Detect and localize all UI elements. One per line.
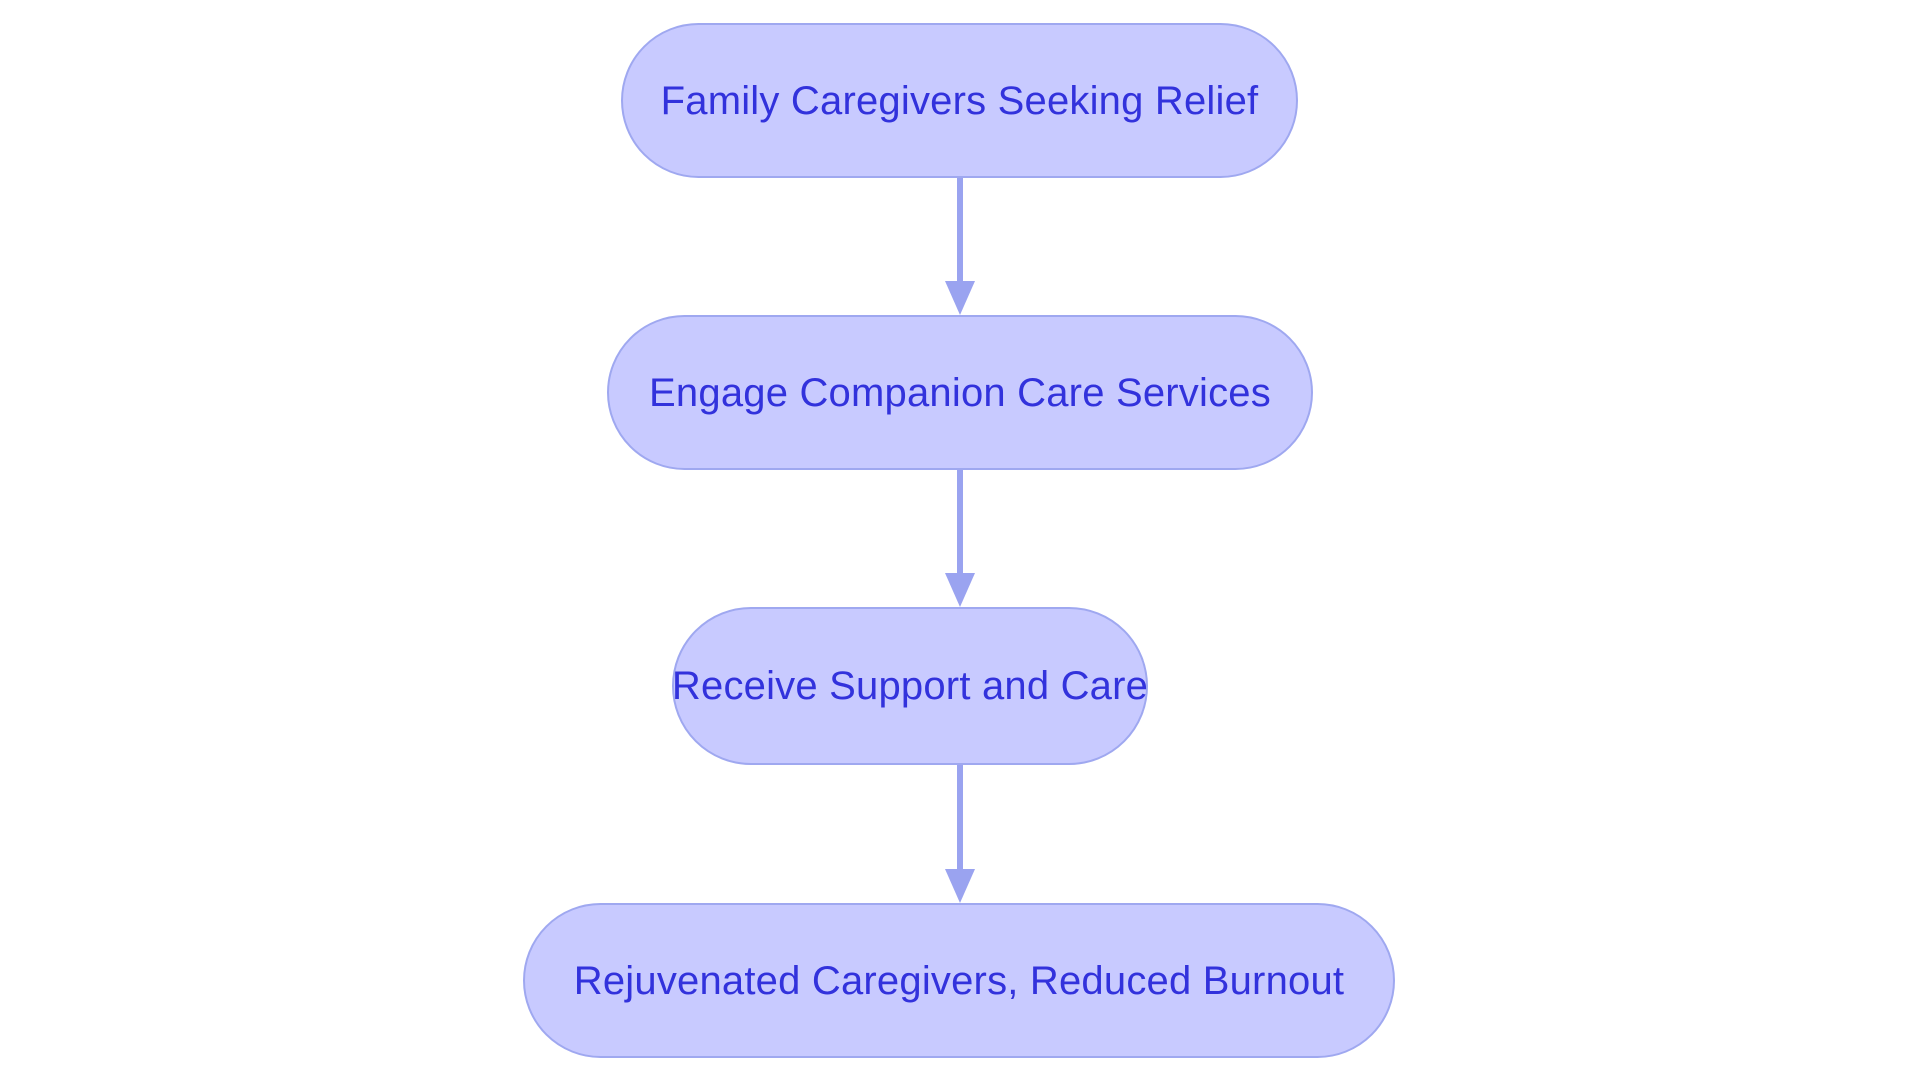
arrowhead-down-icon <box>945 869 975 903</box>
flowchart-node-label: Family Caregivers Seeking Relief <box>660 78 1259 123</box>
edge-line <box>957 178 963 281</box>
flowchart-node-label: Receive Support and Care <box>671 664 1149 708</box>
flowchart-node-receive-support-and-care[interactable]: Receive Support and Care <box>672 607 1148 765</box>
arrowhead-down-icon <box>945 281 975 315</box>
flowchart-edge-node3-to-node4 <box>945 765 975 903</box>
edge-line <box>957 765 963 869</box>
flowchart-node-family-caregivers-seeking-relief[interactable]: Family Caregivers Seeking Relief <box>621 23 1298 178</box>
flowchart-node-rejuvenated-caregivers-reduced-burnout[interactable]: Rejuvenated Caregivers, Reduced Burnout <box>523 903 1395 1058</box>
edge-line <box>957 470 963 573</box>
flowchart-edge-node1-to-node2 <box>945 178 975 315</box>
flowchart-edge-node2-to-node3 <box>945 470 975 607</box>
flowchart-node-label: Engage Companion Care Services <box>649 370 1271 415</box>
arrowhead-down-icon <box>945 573 975 607</box>
flowchart-node-label: Rejuvenated Caregivers, Reduced Burnout <box>573 958 1345 1003</box>
flowchart-node-engage-companion-care-services[interactable]: Engage Companion Care Services <box>607 315 1313 470</box>
